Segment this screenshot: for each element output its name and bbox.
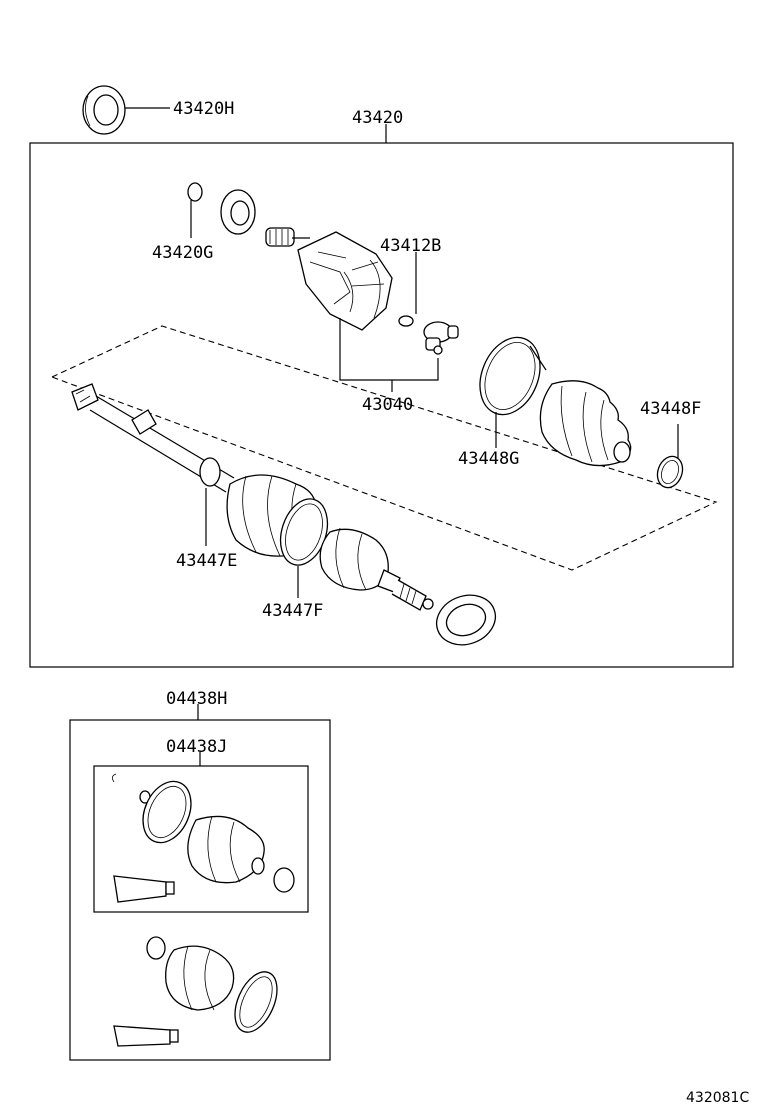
boot-clamp-43447E[interactable]	[199, 457, 221, 487]
kit-h-parts[interactable]	[113, 936, 285, 1047]
outboard-seal[interactable]	[430, 587, 503, 653]
label-04438J[interactable]: 04438J	[166, 737, 227, 757]
label-43448F[interactable]: 43448F	[640, 399, 701, 419]
label-43040[interactable]: 43040	[362, 395, 413, 415]
oil-seal-43420H[interactable]	[82, 85, 126, 135]
label-43420[interactable]: 43420	[352, 108, 403, 128]
kit-box-04438H	[69, 719, 331, 1061]
kit-j-parts[interactable]	[112, 773, 295, 903]
subassembly-outline	[50, 325, 718, 571]
assembly-box-43420	[29, 142, 734, 668]
boot-clamp-43448F[interactable]	[653, 453, 686, 491]
label-43420G[interactable]: 43420G	[152, 243, 213, 263]
boot-clamp-43448G[interactable]	[469, 328, 551, 423]
figure-number: 432081C	[686, 1090, 749, 1106]
dust-seal[interactable]	[220, 189, 256, 235]
snap-ring-43420G[interactable]	[187, 182, 203, 202]
outboard-joint-housing[interactable]	[265, 227, 393, 331]
boot-clamp-43447F[interactable]	[273, 493, 336, 571]
leader-43040	[339, 318, 439, 381]
clip-43412B[interactable]	[398, 315, 414, 327]
tripod-joint[interactable]	[423, 321, 459, 355]
label-43447E[interactable]: 43447E	[176, 551, 237, 571]
inboard-boot[interactable]	[539, 380, 632, 467]
kit-box-04438J	[93, 765, 309, 913]
label-04438H[interactable]: 04438H	[166, 689, 227, 709]
label-43412B[interactable]: 43412B	[380, 236, 441, 256]
outboard-cv-joint[interactable]	[319, 527, 434, 611]
label-43448G[interactable]: 43448G	[458, 449, 519, 469]
label-43420H[interactable]: 43420H	[173, 99, 234, 119]
label-43447F[interactable]: 43447F	[262, 601, 323, 621]
